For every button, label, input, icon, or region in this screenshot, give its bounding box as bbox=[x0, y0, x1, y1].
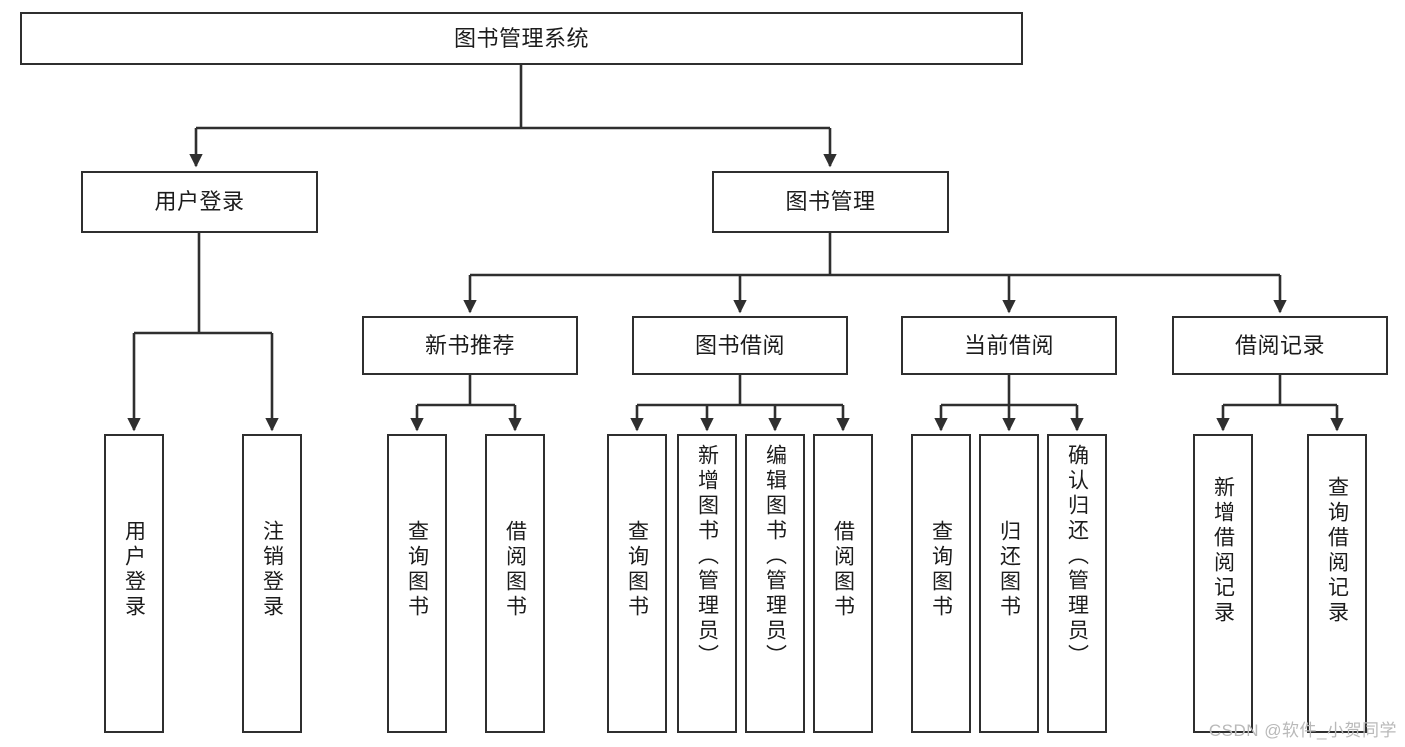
node-label: 图书管理 bbox=[785, 189, 876, 215]
node-label: 借阅图书 bbox=[831, 520, 855, 620]
node-book-borrow[interactable]: 图书借阅 bbox=[632, 316, 848, 375]
node-current-borrow[interactable]: 当前借阅 bbox=[901, 316, 1117, 375]
node-label: 注销登录 bbox=[260, 520, 284, 620]
node-label: 图书借阅 bbox=[694, 332, 785, 358]
node-borrow-record[interactable]: 借阅记录 bbox=[1172, 316, 1388, 375]
node-label: 借阅图书 bbox=[503, 520, 527, 620]
node-new-book-recommend[interactable]: 新书推荐 bbox=[362, 316, 578, 375]
node-book-management[interactable]: 图书管理 bbox=[712, 171, 949, 233]
node-label: 编辑图书（管理员） bbox=[763, 444, 787, 669]
node-label: 当前借阅 bbox=[963, 332, 1054, 358]
node-label: 查询图书 bbox=[929, 520, 953, 620]
node-label: 用户登录 bbox=[122, 520, 146, 620]
node-root-book-management-system[interactable]: 图书管理系统 bbox=[20, 12, 1023, 65]
node-leaf-user-login[interactable]: 用户登录 bbox=[104, 434, 164, 733]
node-label: 查询图书 bbox=[625, 520, 649, 620]
node-label: 归还图书 bbox=[997, 520, 1021, 620]
node-leaf-query-book-current[interactable]: 查询图书 bbox=[911, 434, 971, 733]
csdn-watermark: CSDN @软件_小贺同学 bbox=[1208, 721, 1397, 740]
node-label: 新书推荐 bbox=[424, 332, 515, 358]
node-label: 借阅记录 bbox=[1234, 332, 1325, 358]
node-leaf-borrow-book-borrow[interactable]: 借阅图书 bbox=[813, 434, 873, 733]
node-label: 新增借阅记录 bbox=[1211, 476, 1235, 626]
node-label: 用户登录 bbox=[154, 189, 245, 215]
node-leaf-query-book-recommend[interactable]: 查询图书 bbox=[387, 434, 447, 733]
node-leaf-return-book[interactable]: 归还图书 bbox=[979, 434, 1039, 733]
node-leaf-add-book[interactable]: 新增图书（管理员） bbox=[677, 434, 737, 733]
node-leaf-add-borrow-record[interactable]: 新增借阅记录 bbox=[1193, 434, 1253, 733]
node-user-login[interactable]: 用户登录 bbox=[81, 171, 318, 233]
node-label: 查询借阅记录 bbox=[1325, 476, 1349, 626]
node-leaf-logout-login[interactable]: 注销登录 bbox=[242, 434, 302, 733]
node-leaf-borrow-book-recommend[interactable]: 借阅图书 bbox=[485, 434, 545, 733]
node-label: 图书管理系统 bbox=[453, 25, 589, 51]
node-leaf-query-borrow-record[interactable]: 查询借阅记录 bbox=[1307, 434, 1367, 733]
node-label: 确认归还（管理员） bbox=[1065, 444, 1089, 669]
node-leaf-edit-book[interactable]: 编辑图书（管理员） bbox=[745, 434, 805, 733]
node-leaf-confirm-return[interactable]: 确认归还（管理员） bbox=[1047, 434, 1107, 733]
node-leaf-query-book-borrow[interactable]: 查询图书 bbox=[607, 434, 667, 733]
node-label: 查询图书 bbox=[405, 520, 429, 620]
node-label: 新增图书（管理员） bbox=[695, 444, 719, 669]
